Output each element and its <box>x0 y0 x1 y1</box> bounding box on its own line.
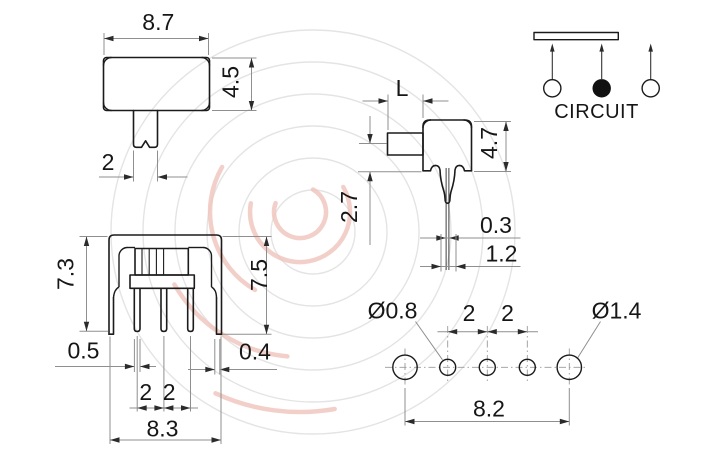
label-text-small-hole: Ø0.8 <box>368 298 418 324</box>
dim-text-height: 4.5 <box>218 66 244 98</box>
dim-text-mount-span: 8.2 <box>473 396 505 422</box>
pin-right <box>186 287 195 333</box>
corner-mark <box>463 119 473 129</box>
corner-mark <box>102 56 112 66</box>
dim-knob-2: 2 <box>99 149 188 182</box>
dim-text-terminal-thickness: 0.3 <box>480 212 512 238</box>
contact-bar <box>533 31 620 41</box>
dim-terminal-thickness-0-3: 0.3 <box>420 212 521 241</box>
pin-left <box>133 287 141 333</box>
dim-terminal-width-1-2: 1.2 <box>420 234 521 272</box>
watermark-logo <box>110 29 516 435</box>
switch-body-top <box>102 56 211 112</box>
corner-mark <box>202 246 213 257</box>
dim-terminal-length-2-7: 2.7 <box>336 116 422 245</box>
corner-mark <box>201 56 211 66</box>
dim-mount-span-8-2: 8.2 <box>404 388 570 426</box>
dim-text-pin-width: 0.5 <box>68 338 100 364</box>
slide-knob-side <box>386 132 424 156</box>
dim-body-height-4-7: 4.7 <box>474 121 511 172</box>
dim-text-body-height: 4.7 <box>476 127 502 159</box>
top-view: 8.7 4.5 2 <box>99 9 257 182</box>
dim-pin-width-0-5: 0.5 <box>55 338 156 372</box>
dim-hole-pitch-2-2: 2 2 <box>437 300 538 335</box>
dim-width-8-7: 8.7 <box>103 9 209 55</box>
corner-mark <box>118 246 128 257</box>
slide-handle <box>132 109 159 149</box>
mount-hole-right <box>556 354 583 381</box>
pin-middle <box>160 287 168 333</box>
dim-text-width: 8.7 <box>142 9 174 35</box>
dim-text-overall-height: 7.5 <box>246 259 272 291</box>
dim-text-hole-pitch-left: 2 <box>463 300 476 326</box>
corner-mark <box>422 119 432 129</box>
side-view: L 4.7 2.7 0.3 <box>336 75 521 272</box>
dim-text-hole-pitch-right: 2 <box>501 300 514 326</box>
terminal-open-right <box>641 79 661 98</box>
dim-text-pitch-left: 2 <box>139 379 152 405</box>
dim-bracket-thickness-0-4: 0.4 <box>188 339 277 375</box>
dim-knob-length-L: L <box>362 75 449 130</box>
label-small-hole: Ø0.8 <box>368 298 443 361</box>
pin-hole-3 <box>518 358 536 376</box>
dim-text-overall-width: 8.3 <box>147 416 179 442</box>
dim-text-terminal-length: 2.7 <box>336 191 362 223</box>
dim-text-pitch-right: 2 <box>163 379 176 405</box>
mount-hole-left <box>392 354 418 381</box>
pin-hole-2 <box>478 358 496 376</box>
pcb-hole-pattern: 2 2 Ø0.8 Ø1.4 8.2 <box>368 298 642 426</box>
corner-mark <box>201 102 211 112</box>
dim-height-7-3: 7.3 <box>53 236 108 332</box>
front-view: 7.3 7.5 0.5 0.4 <box>53 234 277 444</box>
corner-mark <box>102 102 112 112</box>
switch-base <box>129 274 196 290</box>
dim-height-4-5: 4.5 <box>212 57 257 111</box>
dim-text-knob: 2 <box>102 149 115 175</box>
terminal-common-filled <box>592 79 611 98</box>
dim-pin-pitch-2-2: 2 2 <box>129 336 198 412</box>
terminal-profile <box>422 164 473 204</box>
label-large-hole: Ø1.4 <box>577 298 642 358</box>
pin-hole-1 <box>439 358 457 376</box>
dim-text-height-to-pin-tip: 7.3 <box>53 258 79 290</box>
circuit-diagram: CIRCUIT <box>533 31 661 123</box>
label-text-large-hole: Ø1.4 <box>592 298 642 324</box>
dim-overall-width-8-3: 8.3 <box>109 336 222 444</box>
circuit-label: CIRCUIT <box>554 101 639 123</box>
terminal-open-left <box>543 79 562 98</box>
dim-text-L: L <box>396 75 409 101</box>
dim-height-7-5: 7.5 <box>222 236 272 335</box>
dim-text-bracket-thickness: 0.4 <box>239 339 271 365</box>
dim-text-terminal-width: 1.2 <box>486 241 518 267</box>
mounting-bracket <box>108 234 223 335</box>
